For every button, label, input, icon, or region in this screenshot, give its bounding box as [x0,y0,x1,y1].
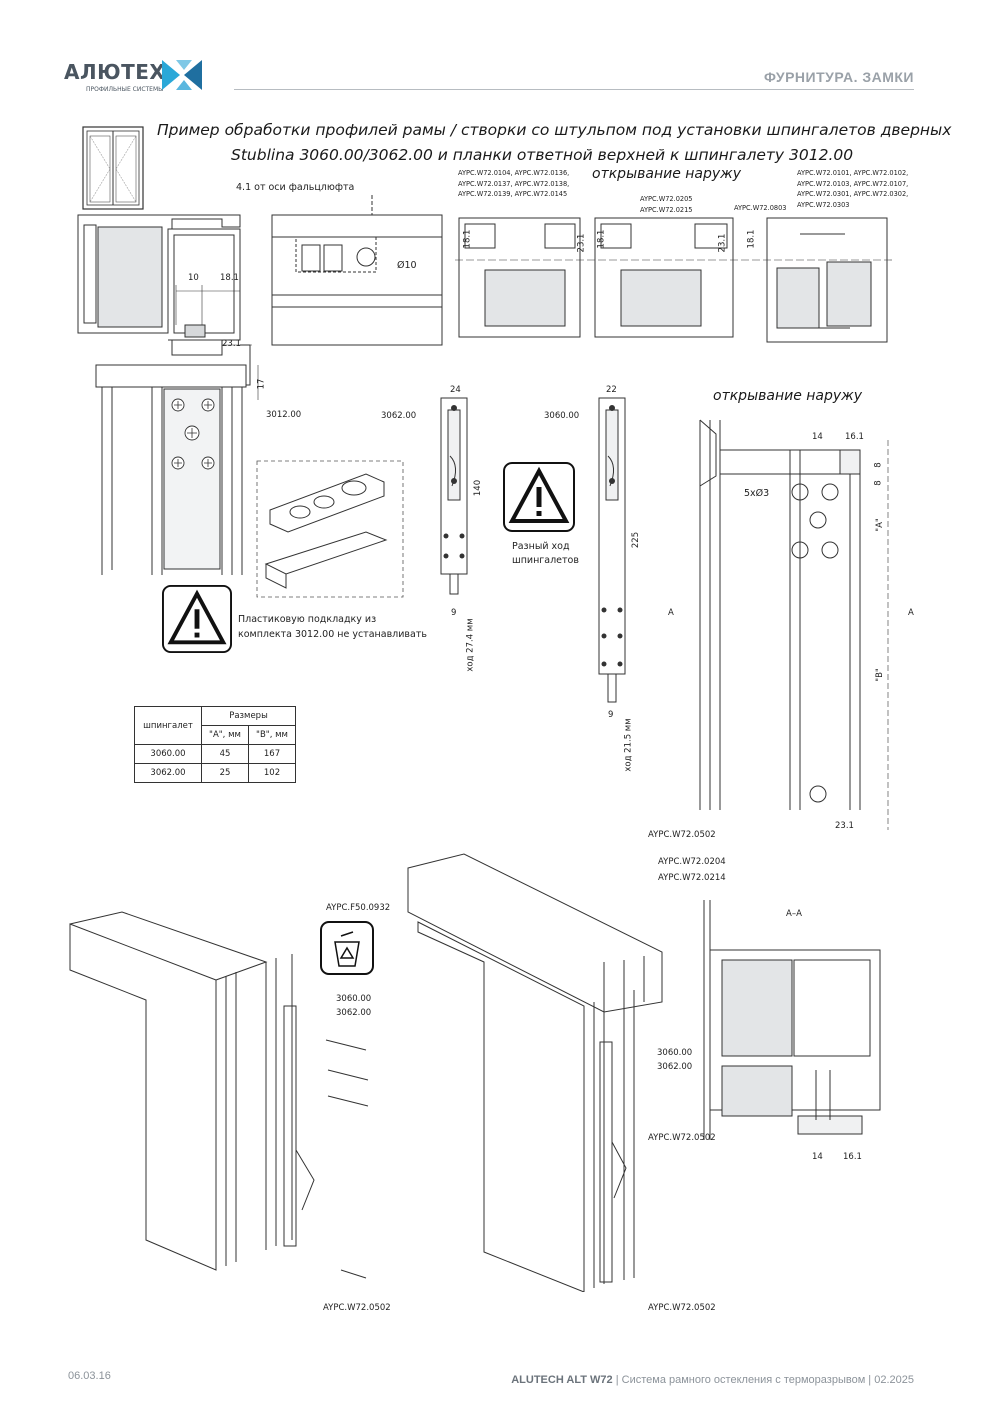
profile-0502-iso-left: AYPC.W72.0502 [323,1303,391,1313]
page-title-line1: Пример обработки профилей рамы / створки… [157,121,952,139]
strike-plate-drawing [271,195,443,346]
profile-0502-right: AYPC.W72.0502 [648,830,716,840]
brand-subtitle: ПРОФИЛЬНЫЕ СИСТЕМЫ [86,86,164,93]
dimensions-table: шпингалет Размеры "А", мм "В", мм 3060.0… [134,706,297,783]
bolt-3062-drawing [440,397,468,595]
table-header-b: "В", мм [247,725,297,745]
isometric-left-drawing [69,911,369,1279]
dim-9-b: 9 [608,710,614,720]
bolt-3060-drawing [598,397,626,703]
part-3012-label: 3012.00 [266,410,302,420]
warning-text-2: Разный ход шпингалетов [512,541,579,566]
dim-18-1: 18.1 [220,273,239,283]
section-aa-label: A–A [786,909,802,919]
frame-elevation-drawing [699,419,889,830]
open-out-label-top: открывание наружу [592,166,742,182]
part-3062-label: 3062.00 [381,411,417,421]
profile-group-1: AYPC.W72.0104, AYPC.W72.0136,AYPC.W72.01… [458,169,570,198]
iso-part-3062: 3062.00 [336,1008,372,1018]
stroke-21-label: ход 21.5 мм [623,718,634,772]
footer-date: 06.03.16 [68,1370,111,1382]
diameter-10-label: Ø10 [397,260,417,271]
profile-f50: AYPC.F50.0932 [326,903,391,913]
page-title-line2: Stublina 3060.00/3062.00 и планки ответн… [231,146,854,164]
dim-23-1-b: 23.1 [717,233,728,253]
brand-mark-icon [162,60,202,90]
dim-22: 22 [606,385,617,395]
table-row: 3062.00 25 102 [134,763,297,783]
frame-sash-section-drawing [77,214,259,575]
table-header-a: "А", мм [201,725,249,745]
plate-perspective-drawing [256,460,404,598]
section-a-left: A [668,608,674,618]
profile-group-3: AYPC.W72.0101, AYPC.W72.0102,AYPC.W72.01… [797,169,909,209]
warning-icon-2 [162,584,232,654]
section-aa-drawing [703,900,881,1140]
dim-23-1: 23.1 [222,339,241,349]
dim-18-1-c: 18.1 [746,229,757,249]
dim-14-top: 14 [812,432,823,442]
section-a-right: A [908,608,914,618]
dim-16-1-bottom: 16.1 [843,1152,862,1162]
dim-23-1-a: 23.1 [576,233,587,253]
footer-info: ALUTECH ALT W72 | Система рамного остекл… [511,1374,914,1386]
axis-offset-label: 4.1 от оси фальцлюфта [236,182,355,193]
window-thumbnail-icon [82,126,144,210]
recycle-icon [320,921,374,975]
footer-product: ALUTECH ALT W72 [511,1374,613,1386]
isometric-center-drawing [407,853,663,1292]
dim-23-1-right: 23.1 [835,821,854,831]
table-header-bolt: шпингалет [134,706,202,745]
dim-17: 17 [256,378,267,390]
dim-140: 140 [473,479,484,497]
dim-24: 24 [450,385,461,395]
footer-description: | Система рамного остекления с терморазр… [612,1374,914,1386]
section-title: ФУРНИТУРА. ЗАМКИ [763,69,914,85]
dim-18-1-a: 18.1 [462,229,473,249]
dim-18-1-b: 18.1 [596,229,607,249]
profile-0204: AYPC.W72.0204 [658,857,726,867]
profile-sections-drawing [455,217,895,343]
profile-0502-aa: AYPC.W72.0502 [648,1133,716,1143]
dim-9-a: 9 [451,608,457,618]
brand-logo: АЛЮТЕХ ПРОФИЛЬНЫЕ СИСТЕМЫ [64,58,214,98]
profile-0214: AYPC.W72.0214 [658,873,726,883]
table-header-sizes: Размеры [201,706,296,726]
part-3060-label: 3060.00 [544,411,580,421]
profile-0803: AYPC.W72.0803 [734,204,787,212]
stroke-27-label: ход 27.4 мм [465,618,476,672]
header-rule [234,89,914,90]
warning-icon [503,462,575,532]
iso-center-3062: 3062.00 [657,1062,693,1072]
dim-16-1-top: 16.1 [845,432,864,442]
dim-14-bottom: 14 [812,1152,823,1162]
iso-center-3060: 3060.00 [657,1048,693,1058]
open-out-label-right: открывание наружу [713,388,863,404]
warning-text-1: Пластиковую подкладку из комплекта 3012.… [238,614,427,640]
holes-label: 5xØ3 [744,488,770,499]
brand-name: АЛЮТЕХ [64,60,166,84]
dim-10: 10 [188,273,199,283]
table-row: 3060.00 45 167 [134,744,297,764]
iso-part-3060: 3060.00 [336,994,372,1004]
dim-225: 225 [631,531,642,549]
profile-0502-iso-center: AYPC.W72.0502 [648,1303,716,1313]
